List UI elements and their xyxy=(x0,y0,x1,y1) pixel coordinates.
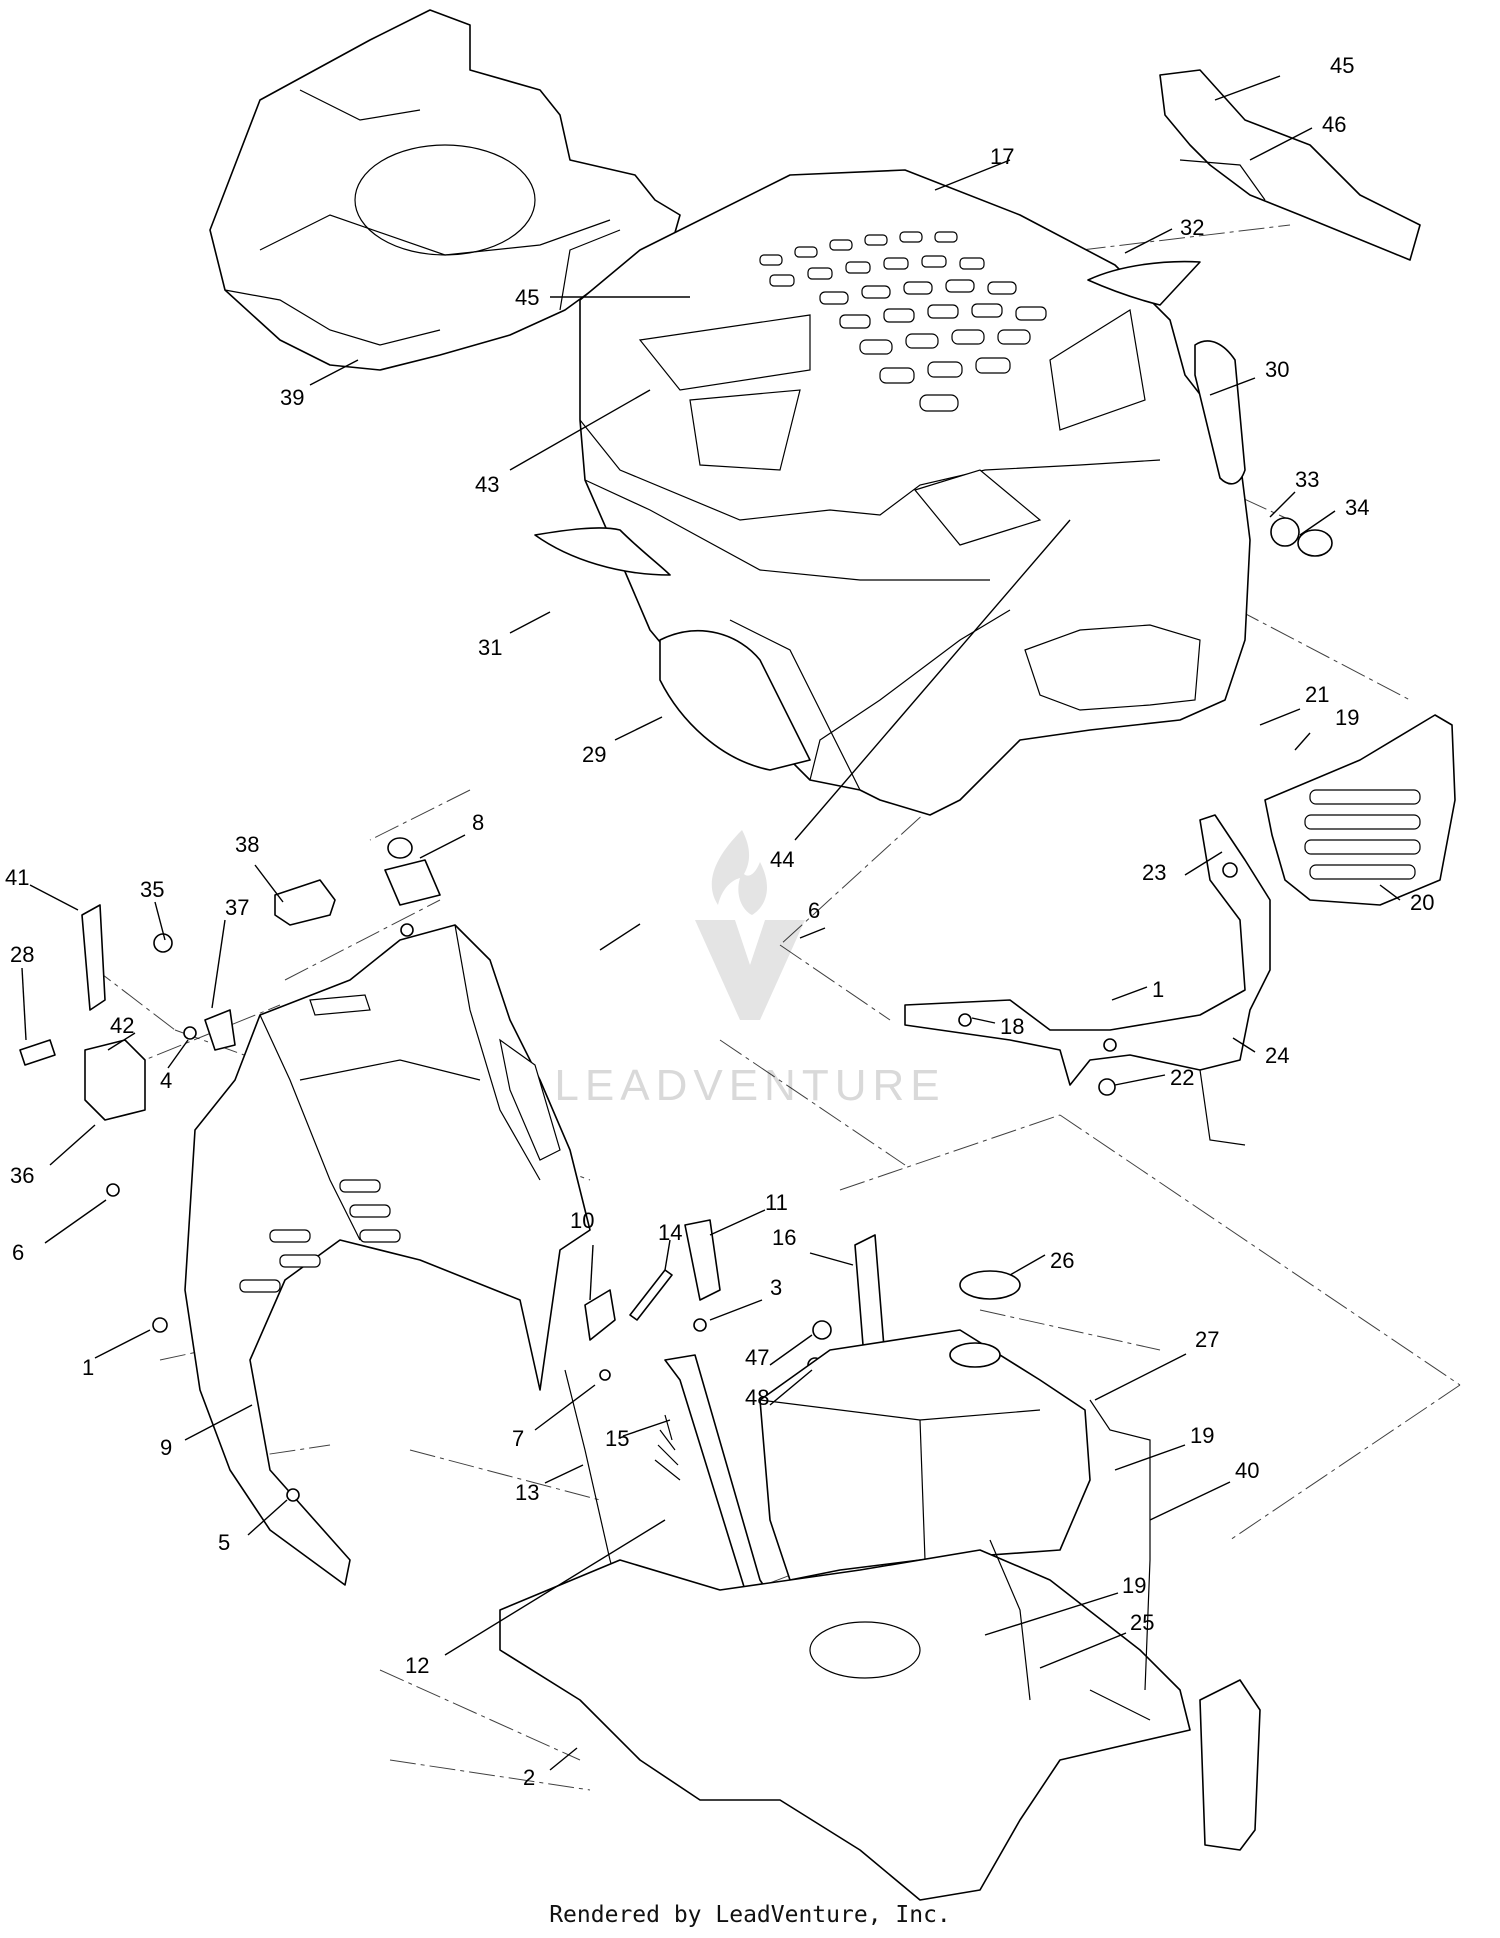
hood-bracket-part xyxy=(904,814,1271,1146)
callout-30: 30 xyxy=(1265,357,1289,382)
callout-26: 26 xyxy=(1050,1248,1074,1273)
callout-35: 35 xyxy=(140,877,164,902)
callout-25: 25 xyxy=(1130,1610,1154,1635)
frame-plate xyxy=(1199,1679,1261,1851)
callout-22: 22 xyxy=(1170,1065,1194,1090)
callout-38: 38 xyxy=(235,832,259,857)
ignition-36 xyxy=(84,1039,146,1121)
callout-34: 34 xyxy=(1345,495,1369,520)
decal-strip-part xyxy=(1159,69,1421,261)
callout-10: 10 xyxy=(570,1208,594,1233)
callout-45-top: 45 xyxy=(1330,53,1354,78)
dash-panel-part xyxy=(184,924,591,1586)
callout-16: 16 xyxy=(772,1225,796,1250)
callout-8: 8 xyxy=(472,810,484,835)
lens-29 xyxy=(659,630,811,771)
dash-vent-slots xyxy=(239,1179,401,1293)
lens-32 xyxy=(1087,260,1201,306)
callout-31: 31 xyxy=(478,635,502,660)
callout-24: 24 xyxy=(1265,1043,1289,1068)
lens-30 xyxy=(1194,340,1246,485)
callout-5: 5 xyxy=(218,1530,230,1555)
callout-29: 29 xyxy=(582,742,606,767)
dash-small-parts xyxy=(19,837,441,1502)
callout-6-right: 6 xyxy=(808,898,820,923)
knob-10 xyxy=(584,1289,616,1341)
callout-33: 33 xyxy=(1295,467,1319,492)
switch-38 xyxy=(274,879,336,926)
callout-47: 47 xyxy=(745,1345,769,1370)
knob-37 xyxy=(204,1009,236,1051)
callout-46: 46 xyxy=(1322,112,1346,137)
callout-15: 15 xyxy=(605,1426,629,1451)
callout-12: 12 xyxy=(405,1653,429,1678)
console-pan-part xyxy=(209,9,681,371)
callout-19-frame: 19 xyxy=(1122,1573,1146,1598)
decal-41 xyxy=(81,904,106,1011)
callout-43: 43 xyxy=(475,472,499,497)
callout-23: 23 xyxy=(1142,860,1166,885)
callout-4: 4 xyxy=(160,1068,172,1093)
callout-27: 27 xyxy=(1195,1327,1219,1352)
callout-28: 28 xyxy=(10,942,34,967)
callout-40: 40 xyxy=(1235,1458,1259,1483)
callout-1-dash: 1 xyxy=(82,1355,94,1380)
watermark-text: LEADVENTURE xyxy=(554,1061,945,1110)
callout-37: 37 xyxy=(225,895,249,920)
mid-small-parts xyxy=(584,1219,1021,1381)
watermark: LEADVENTURE xyxy=(554,830,945,1110)
callout-19-grille: 19 xyxy=(1335,705,1359,730)
key-28 xyxy=(19,1039,56,1066)
frame-part xyxy=(499,1399,1261,1901)
lens-parts xyxy=(534,260,1246,771)
callout-11: 11 xyxy=(765,1190,788,1215)
callout-1-bracket: 1 xyxy=(1152,977,1164,1002)
callout-48: 48 xyxy=(745,1385,769,1410)
callout-45-hood: 45 xyxy=(515,285,539,310)
callout-17: 17 xyxy=(990,144,1014,169)
grille-part xyxy=(1264,714,1456,906)
leader-lines xyxy=(21,75,1401,1771)
hood-vent-slots xyxy=(759,231,1047,412)
callout-13: 13 xyxy=(515,1480,539,1505)
callout-21: 21 xyxy=(1305,682,1329,707)
callout-19-tank: 19 xyxy=(1190,1423,1214,1448)
callout-39: 39 xyxy=(280,385,304,410)
callout-18: 18 xyxy=(1000,1014,1024,1039)
pin-14 xyxy=(629,1269,673,1321)
fuel-tank-part xyxy=(759,1329,1091,1581)
callout-32: 32 xyxy=(1180,215,1204,240)
callout-41: 41 xyxy=(5,865,29,890)
callout-3: 3 xyxy=(770,1275,782,1300)
callout-9: 9 xyxy=(160,1435,172,1460)
callout-20: 20 xyxy=(1410,890,1434,915)
callout-6-left: 6 xyxy=(12,1240,24,1265)
watermark-flame-icon xyxy=(711,830,767,915)
headlight-bulb-parts xyxy=(1270,517,1333,557)
callout-36: 36 xyxy=(10,1163,34,1188)
callout-44: 44 xyxy=(770,847,794,872)
callout-7: 7 xyxy=(512,1426,524,1451)
lens-31 xyxy=(534,527,671,576)
callout-2: 2 xyxy=(523,1765,535,1790)
watermark-v-icon xyxy=(695,920,805,1020)
switch-8 xyxy=(384,859,441,906)
callout-14: 14 xyxy=(658,1220,682,1245)
callout-numbers: 45 46 17 32 30 33 34 39 45 43 31 29 44 2… xyxy=(5,53,1434,1790)
callout-42: 42 xyxy=(110,1013,134,1038)
bracket-11 xyxy=(684,1219,721,1301)
footer-credit: Rendered by LeadVenture, Inc. xyxy=(549,1902,951,1928)
